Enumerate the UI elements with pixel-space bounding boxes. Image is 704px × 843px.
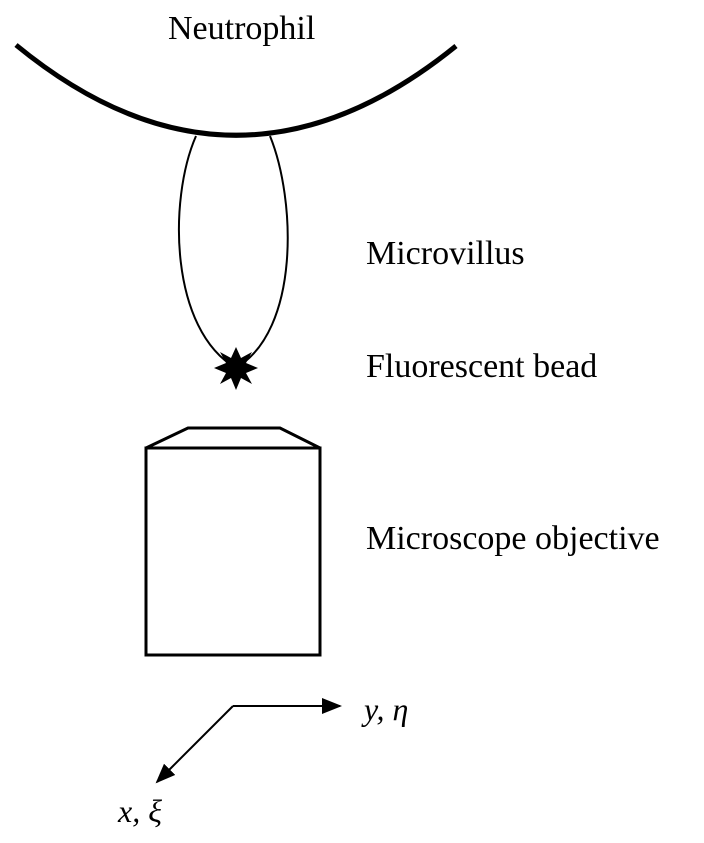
axis-y-label: y, η [361,691,408,727]
axis-x-label: x, ξ [117,793,162,829]
axis-x-arrow [155,705,234,784]
fluorescent-bead-star [214,347,258,390]
neutrophil-label: Neutrophil [168,10,315,47]
objective-label: Microscope objective [366,520,660,557]
neutrophil-membrane [14,43,458,138]
objective-lens-cap [145,426,321,450]
microvillus-label: Microvillus [366,235,525,272]
fluorescent-bead-label: Fluorescent bead [366,348,597,385]
objective-body [144,446,322,657]
microvillus-outline [178,135,289,370]
